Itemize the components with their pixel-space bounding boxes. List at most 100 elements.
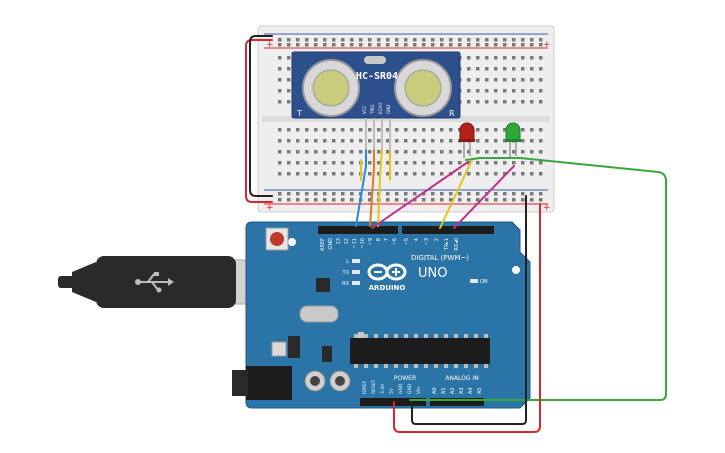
breadboard-hole (530, 56, 534, 60)
breadboard-hole (323, 192, 327, 196)
analog-pin-label: A3 (459, 387, 465, 394)
breadboard-hole (350, 161, 354, 165)
breadboard-hole (539, 38, 543, 42)
board-led-label: TX (342, 270, 350, 276)
breadboard-hole (278, 161, 282, 165)
sensor-pin-legs (365, 118, 391, 150)
breadboard-hole (467, 172, 471, 176)
board-led (352, 270, 360, 274)
wire-yellow-echo (377, 149, 383, 227)
breadboard-hole (395, 172, 399, 176)
breadboard-hole (458, 198, 462, 202)
chip-pin (364, 334, 368, 338)
breadboard-hole (386, 172, 390, 176)
breadboard-hole (530, 67, 534, 71)
chip-pin (474, 334, 478, 338)
chip-pin (434, 364, 438, 368)
breadboard-hole (530, 172, 534, 176)
breadboard-hole (494, 38, 498, 42)
breadboard-hole (296, 128, 300, 132)
analog-pin-label: A1 (441, 387, 447, 394)
breadboard-hole (485, 89, 489, 93)
breadboard-hole (458, 192, 462, 196)
breadboard-hole (512, 89, 516, 93)
breadboard-hole (467, 150, 471, 154)
breadboard-hole (449, 128, 453, 132)
breadboard-hole (476, 192, 480, 196)
breadboard-hole (431, 192, 435, 196)
breadboard-hole (521, 43, 525, 47)
breadboard-hole (530, 89, 534, 93)
sensor-t-mark: T (296, 109, 302, 118)
breadboard-hole (296, 139, 300, 143)
breadboard-hole (341, 198, 345, 202)
breadboard-hole (512, 78, 516, 82)
header-right (402, 226, 494, 234)
breadboard-hole (341, 161, 345, 165)
chip-pin (354, 364, 358, 368)
breadboard-hole (287, 38, 291, 42)
analog-header (430, 398, 484, 406)
digital-pin-label: RX◂0 (454, 238, 460, 251)
breadboard-hole (377, 161, 381, 165)
breadboard-hole (530, 100, 534, 104)
breadboard-hole (404, 198, 408, 202)
breadboard-hole (386, 198, 390, 202)
breadboard-hole (332, 198, 336, 202)
breadboard-hole (494, 172, 498, 176)
breadboard-hole (530, 128, 534, 132)
power-pin-label: 5V (389, 387, 395, 394)
power-pin-label: GND (398, 383, 404, 394)
breadboard-hole (305, 161, 309, 165)
breadboard-hole (359, 38, 363, 42)
breadboard-hole (395, 128, 399, 132)
chip-pin (484, 334, 488, 338)
breadboard-hole (485, 43, 489, 47)
breadboard-hole (422, 192, 426, 196)
digital-pin-label: 4 (414, 238, 420, 241)
breadboard-hole (413, 139, 417, 143)
breadboard-hole (377, 128, 381, 132)
wire-red-5v (393, 203, 541, 433)
on-label: ON (480, 279, 488, 285)
breadboard-hole (386, 38, 390, 42)
breadboard-hole (512, 67, 516, 71)
breadboard-hole (368, 172, 372, 176)
breadboard-hole (323, 139, 327, 143)
power-pin-label: RESET (371, 379, 377, 394)
breadboard-hole (278, 56, 282, 60)
breadboard-hole (278, 100, 282, 104)
breadboard-hole (440, 150, 444, 154)
breadboard-hole (386, 150, 390, 154)
chip-pin (444, 334, 448, 338)
breadboard-hole (395, 38, 399, 42)
chip-pin (374, 334, 378, 338)
breadboard-hole (332, 128, 336, 132)
breadboard-hole (512, 192, 516, 196)
breadboard-hole (485, 198, 489, 202)
breadboard-hole (377, 38, 381, 42)
top-rail-plus-icon-right: + (543, 40, 551, 50)
breadboard-hole (530, 161, 534, 165)
breadboard-hole (476, 67, 480, 71)
breadboard-hole (305, 128, 309, 132)
breadboard-hole (449, 43, 453, 47)
breadboard-hole (530, 198, 534, 202)
on-led (470, 279, 478, 283)
digital-pin-label: TX▸1 (444, 238, 450, 251)
breadboard-hole (449, 38, 453, 42)
breadboard-hole (368, 43, 372, 47)
breadboard-hole (449, 150, 453, 154)
usb-icon (135, 272, 174, 293)
breadboard-center-channel (262, 116, 550, 122)
breadboard-hole (377, 43, 381, 47)
digital-pin-label: 2 (434, 238, 440, 241)
breadboard-hole (467, 38, 471, 42)
breadboard-hole (440, 43, 444, 47)
sensor-pin-label: TRIG (370, 104, 375, 115)
analog-label: ANALOG IN (445, 375, 478, 382)
breadboard-hole (467, 161, 471, 165)
breadboard-hole (503, 198, 507, 202)
breadboard-hole (314, 198, 318, 202)
breadboard-hole (350, 198, 354, 202)
